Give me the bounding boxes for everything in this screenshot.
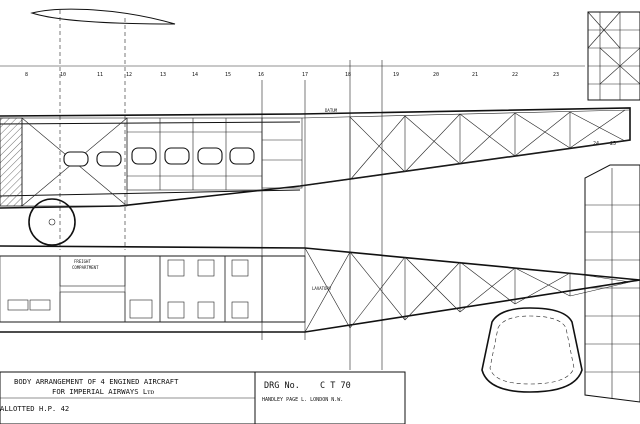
frame-number: 20 [433,72,439,78]
frame-number: 15 [225,72,231,78]
maker-text: HANDLEY PAGE L. LONDON N.W. [262,397,343,403]
frame-number: 11 [97,72,103,78]
frame-number: 18 [345,72,351,78]
plan-view: FREIGHT COMPARTMENT LAVATORY [0,245,640,333]
frame-number-row: 8 10 11 12 13 14 15 16 17 18 19 20 21 22… [0,65,616,147]
frame-number: 21 [472,72,478,78]
freight-label: FREIGHT [74,259,91,264]
frame-number: 19 [393,72,399,78]
datum-label: DATUM [325,108,338,113]
frame-number: 16 [258,72,264,78]
title-line-1: BODY ARRANGEMENT OF 4 ENGINED AIRCRAFT [14,377,179,386]
station-lines [59,60,383,370]
landing-wheel [28,198,76,246]
frame-number: 22 [512,72,518,78]
rear-truss-plan [304,247,631,333]
title-line-3: ALLOTTED H.P. 42 [0,404,69,413]
frame-number: 13 [160,72,166,78]
drg-number: C T 70 [320,381,351,391]
frame-number: 17 [302,72,308,78]
frame-number: 25 [610,141,616,147]
frame-number: 23 [553,72,559,78]
tailplane-plan [587,11,640,101]
frame-number: 14 [192,72,198,78]
compartment-label: COMPARTMENT [72,265,99,270]
frame-number: 12 [126,72,132,78]
frame-number: 8 [25,72,28,78]
cabin-windows [63,147,255,167]
frame-number: 10 [60,72,66,78]
fuselage-cross-section [481,307,583,393]
rear-truss-side [301,109,631,187]
airfoil-section [30,8,176,60]
seat-rows [7,259,249,319]
title-block: BODY ARRANGEMENT OF 4 ENGINED AIRCRAFT F… [0,371,406,424]
drg-label: DRG No. [264,381,300,391]
lavatory-label: LAVATORY [312,286,332,291]
title-line-2: FOR IMPERIAL AIRWAYS Lᴛᴅ [52,387,154,396]
side-elevation: DATUM [0,107,631,246]
wing-panel-right [584,164,640,403]
